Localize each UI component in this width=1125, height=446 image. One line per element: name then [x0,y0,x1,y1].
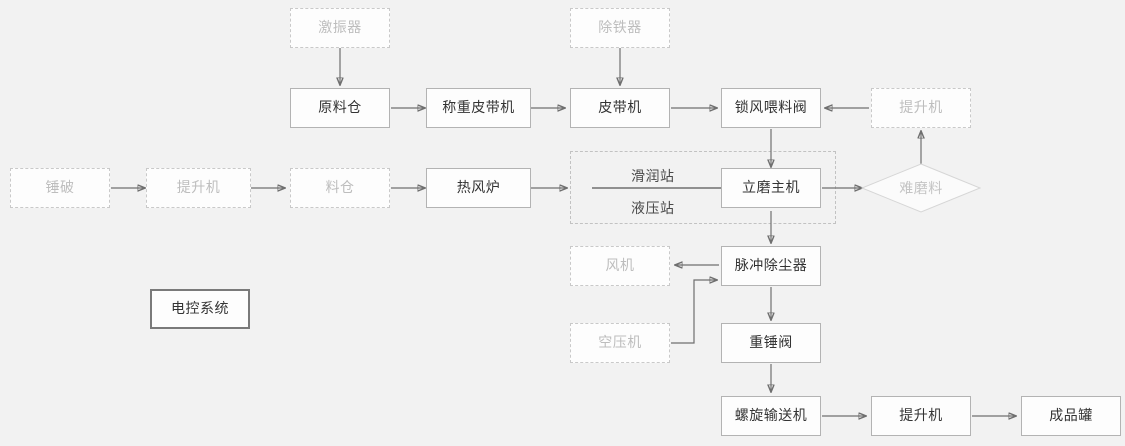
node-iron-remover[interactable]: 除铁器 [570,8,670,48]
node-fan[interactable]: 风机 [570,246,670,286]
node-rotary-feeder-valve[interactable]: 锁风喂料阀 [721,88,821,128]
node-hard-to-grind-material[interactable]: 难磨料 [861,163,981,213]
node-finished-product-tank[interactable]: 成品罐 [1021,396,1121,436]
node-weight-flap-valve[interactable]: 重锤阀 [721,323,821,363]
edge-air-compressor-to-dust-collector [671,280,717,344]
node-electrical-control-system[interactable]: 电控系统 [150,289,250,329]
node-bucket-elevator-top[interactable]: 提升机 [871,88,971,128]
node-vibrator[interactable]: 激振器 [290,8,390,48]
label-hydraulic-station: 液压站 [631,201,675,217]
node-belt-conveyor[interactable]: 皮带机 [570,88,670,128]
node-screw-conveyor[interactable]: 螺旋输送机 [721,396,821,436]
label-lubrication-station: 滑润站 [631,169,675,185]
node-material-silo[interactable]: 料仓 [290,168,390,208]
node-hammer-crusher[interactable]: 锤破 [10,168,110,208]
node-raw-material-silo[interactable]: 原料仓 [290,88,390,128]
node-bucket-elevator-left[interactable]: 提升机 [146,168,251,208]
node-bucket-elevator-bottom[interactable]: 提升机 [871,396,971,436]
node-weighing-belt-conveyor[interactable]: 称重皮带机 [426,88,531,128]
node-pulse-dust-collector[interactable]: 脉冲除尘器 [721,246,821,286]
node-air-compressor[interactable]: 空压机 [570,323,670,363]
hard-material-label: 难磨料 [899,181,943,197]
node-vertical-mill-main[interactable]: 立磨主机 [721,168,821,208]
diamond-shape-icon [861,163,981,213]
node-hot-air-furnace[interactable]: 热风炉 [426,168,531,208]
